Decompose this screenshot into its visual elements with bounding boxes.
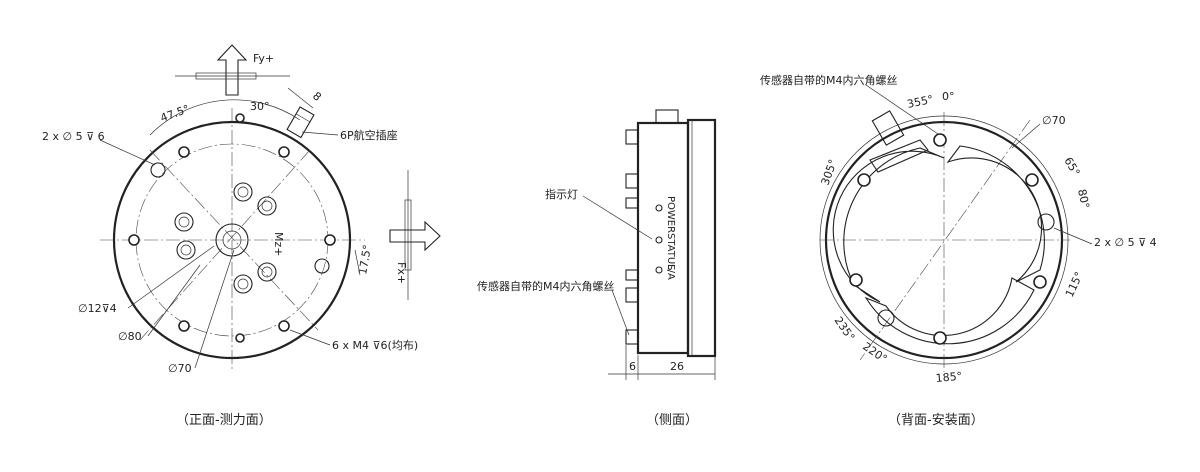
back-ang-0: 0° xyxy=(942,90,955,103)
m4-hole xyxy=(235,113,245,123)
front-mz-label: Mz+ xyxy=(272,232,285,256)
side-indicator-label: 指示灯 xyxy=(545,187,578,201)
leader-connector xyxy=(301,131,339,136)
back-ang-220: 220° xyxy=(860,340,889,366)
side-connector xyxy=(655,109,679,124)
front-2x-hole-label: 2 x ∅ 5 ⊽ 6 xyxy=(42,130,105,143)
m4-hole xyxy=(278,320,290,332)
leader-6xm4 xyxy=(289,329,331,346)
back-diag-centerline xyxy=(859,119,1031,361)
leader-17-5 xyxy=(354,249,361,276)
fx-arrow-icon xyxy=(389,170,441,300)
side-led-status: STATUS xyxy=(665,233,676,271)
leader-back-screw xyxy=(865,84,939,135)
leader-indicator xyxy=(582,195,653,240)
front-dim-line xyxy=(287,87,314,109)
side-body xyxy=(636,121,690,355)
front-pin-hole xyxy=(314,258,330,274)
back-ang-305: 305° xyxy=(819,158,840,187)
back-inner-ring xyxy=(946,145,1045,283)
leader-dia12 xyxy=(127,245,215,309)
back-ang-235: 235° xyxy=(832,314,858,343)
back-ang-355: 355° xyxy=(906,93,935,111)
back-m4-holes xyxy=(849,133,1047,345)
front-dim-17-5: 17.5° xyxy=(356,244,374,276)
front-fx-label: Fx+ xyxy=(395,262,408,284)
front-pin-hole xyxy=(150,162,166,178)
side-screw-label: 传感器自带的M4内六角螺丝 xyxy=(477,279,615,293)
front-dim-arc xyxy=(149,99,301,136)
back-ang-115: 115° xyxy=(1063,270,1086,300)
leader-dia70 xyxy=(194,249,235,369)
back-2x-hole-label: 2 x ∅ 5 ⊽ 4 xyxy=(1094,236,1157,249)
front-fy-label: Fy+ xyxy=(253,52,274,65)
m4-hole xyxy=(324,234,336,246)
side-dim-26: 26 xyxy=(670,360,684,373)
m4-hole xyxy=(128,234,140,246)
front-connector xyxy=(286,106,315,139)
led-la-icon xyxy=(655,266,663,274)
back-ang-65: 65° xyxy=(1061,155,1082,178)
front-m4-holes xyxy=(128,113,336,343)
leader-side-screw xyxy=(611,289,630,336)
back-ang-80: 80° xyxy=(1075,188,1092,210)
side-led-power: POWER xyxy=(665,196,676,233)
back-screw-label: 传感器自带的M4内六角螺丝 xyxy=(760,73,898,87)
back-connector-slot xyxy=(869,139,929,173)
back-pin-hole xyxy=(1037,213,1055,231)
side-pins xyxy=(625,129,639,345)
front-diag-centerline xyxy=(149,149,319,331)
front-connector-label: 6P航空插座 xyxy=(340,128,398,142)
front-diag-centerline-2 xyxy=(139,149,311,341)
leader-back-2x xyxy=(1053,227,1093,245)
front-caption: （正面-测力面） xyxy=(176,413,272,428)
front-dim-47-5: 47.5° xyxy=(159,102,192,124)
front-dim-30: 30° xyxy=(250,100,270,113)
back-connector xyxy=(871,110,905,146)
back-pin-hole xyxy=(877,309,895,327)
back-ang-185: 185° xyxy=(935,370,963,385)
front-dim-80: ∅80 xyxy=(118,330,142,343)
leader-back-70 xyxy=(1011,123,1041,149)
m4-hole xyxy=(178,146,190,158)
front-dim-70: ∅70 xyxy=(168,362,192,375)
side-caption: （侧面） xyxy=(646,413,698,428)
back-inner-ring xyxy=(864,277,1035,345)
leader-dia80 xyxy=(147,264,201,337)
front-dim-12: ∅12⊽4 xyxy=(78,302,117,315)
m4-hole xyxy=(178,320,190,332)
back-dim-70: ∅70 xyxy=(1042,114,1066,127)
led-power-icon xyxy=(655,204,663,212)
m4-hole xyxy=(235,333,245,343)
back-caption: （背面-安装面） xyxy=(888,413,984,428)
front-view: Fy+ Fx+ Mz+ 47.5° 30° 8 6P航空插座 2 x ∅ 5 ⊽… xyxy=(42,44,441,428)
front-dim-8: 8 xyxy=(310,89,324,103)
front-center-bore-inner xyxy=(222,230,242,250)
led-status-icon xyxy=(655,236,663,244)
side-flange xyxy=(686,118,717,358)
m4-hole xyxy=(278,146,290,158)
fy-arrow-icon xyxy=(175,44,290,96)
front-6xm4-label: 6 x M4 ⊽6(均布) xyxy=(332,339,418,352)
side-led-la: L/A xyxy=(665,264,676,280)
side-dim-6: 6 xyxy=(629,360,636,373)
side-view: POWER STATUS L/A 指示灯 传感器自带的M4内六角螺丝 6 26 … xyxy=(477,109,717,428)
front-bolt-heads xyxy=(174,182,277,294)
leader-2x-hole xyxy=(99,139,156,166)
back-view: 传感器自带的M4内六角螺丝 ∅70 2 x ∅ 5 ⊽ 4 355° 0° 30… xyxy=(760,73,1157,428)
